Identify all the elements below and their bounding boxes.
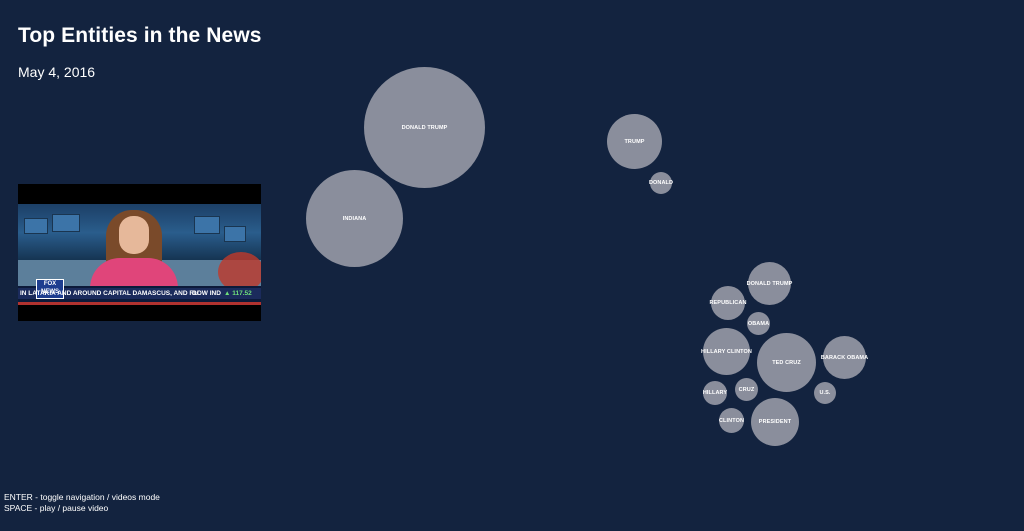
entity-bubble-donald-trump[interactable]: DONALD TRUMP bbox=[364, 67, 485, 188]
news-ticker-bar bbox=[18, 288, 261, 299]
page-date: May 4, 2016 bbox=[18, 64, 96, 80]
ticker-index-value: ▲ 117.52 bbox=[224, 290, 252, 297]
entity-bubble-hillary[interactable]: HILLARY bbox=[703, 381, 727, 405]
entity-bubble-donald-trump-2[interactable]: DONALD TRUMP bbox=[747, 262, 792, 305]
help-enter-hint: ENTER - toggle navigation / videos mode bbox=[4, 492, 160, 502]
ticker-headline: IN LATAKIA AND AROUND CAPITAL DAMASCUS, … bbox=[20, 290, 199, 297]
page-title: Top Entities in the News bbox=[18, 24, 262, 47]
video-scene bbox=[18, 204, 261, 286]
entity-bubble-hillary-clinton[interactable]: HILLARY CLINTON bbox=[701, 328, 752, 375]
news-anchor bbox=[86, 208, 182, 286]
entity-bubble-indiana[interactable]: INDIANA bbox=[306, 170, 403, 267]
ticker-underline bbox=[18, 302, 261, 305]
entity-bubble-republican[interactable]: REPUBLICAN bbox=[709, 286, 746, 320]
entity-bubble-obama[interactable]: OBAMA bbox=[747, 312, 770, 335]
video-player[interactable]: FOX NEWS IN LATAKIA AND AROUND CAPITAL D… bbox=[18, 184, 261, 321]
studio-monitor bbox=[194, 216, 220, 234]
entity-bubble-us[interactable]: U.S. bbox=[814, 382, 836, 404]
network-logo: FOX NEWS bbox=[36, 279, 64, 299]
entity-bubble-clinton[interactable]: CLINTON bbox=[719, 408, 744, 433]
studio-monitor bbox=[224, 226, 246, 242]
entity-bubble-barack-obama[interactable]: BARACK OBAMA bbox=[821, 336, 868, 379]
entity-bubble-ted-cruz[interactable]: TED CRUZ bbox=[757, 333, 816, 392]
studio-monitor bbox=[52, 214, 80, 232]
entity-bubble-donald[interactable]: DONALD bbox=[649, 172, 673, 194]
entity-bubble-cruz[interactable]: CRUZ bbox=[735, 378, 758, 401]
entity-bubble-trump[interactable]: TRUMP bbox=[607, 114, 662, 169]
entity-bubble-president[interactable]: PRESIDENT bbox=[751, 398, 799, 446]
help-space-hint: SPACE - play / pause video bbox=[4, 503, 109, 513]
ticker-index-label: DOW IND bbox=[192, 290, 221, 297]
studio-light bbox=[218, 252, 261, 286]
studio-monitor bbox=[24, 218, 48, 234]
